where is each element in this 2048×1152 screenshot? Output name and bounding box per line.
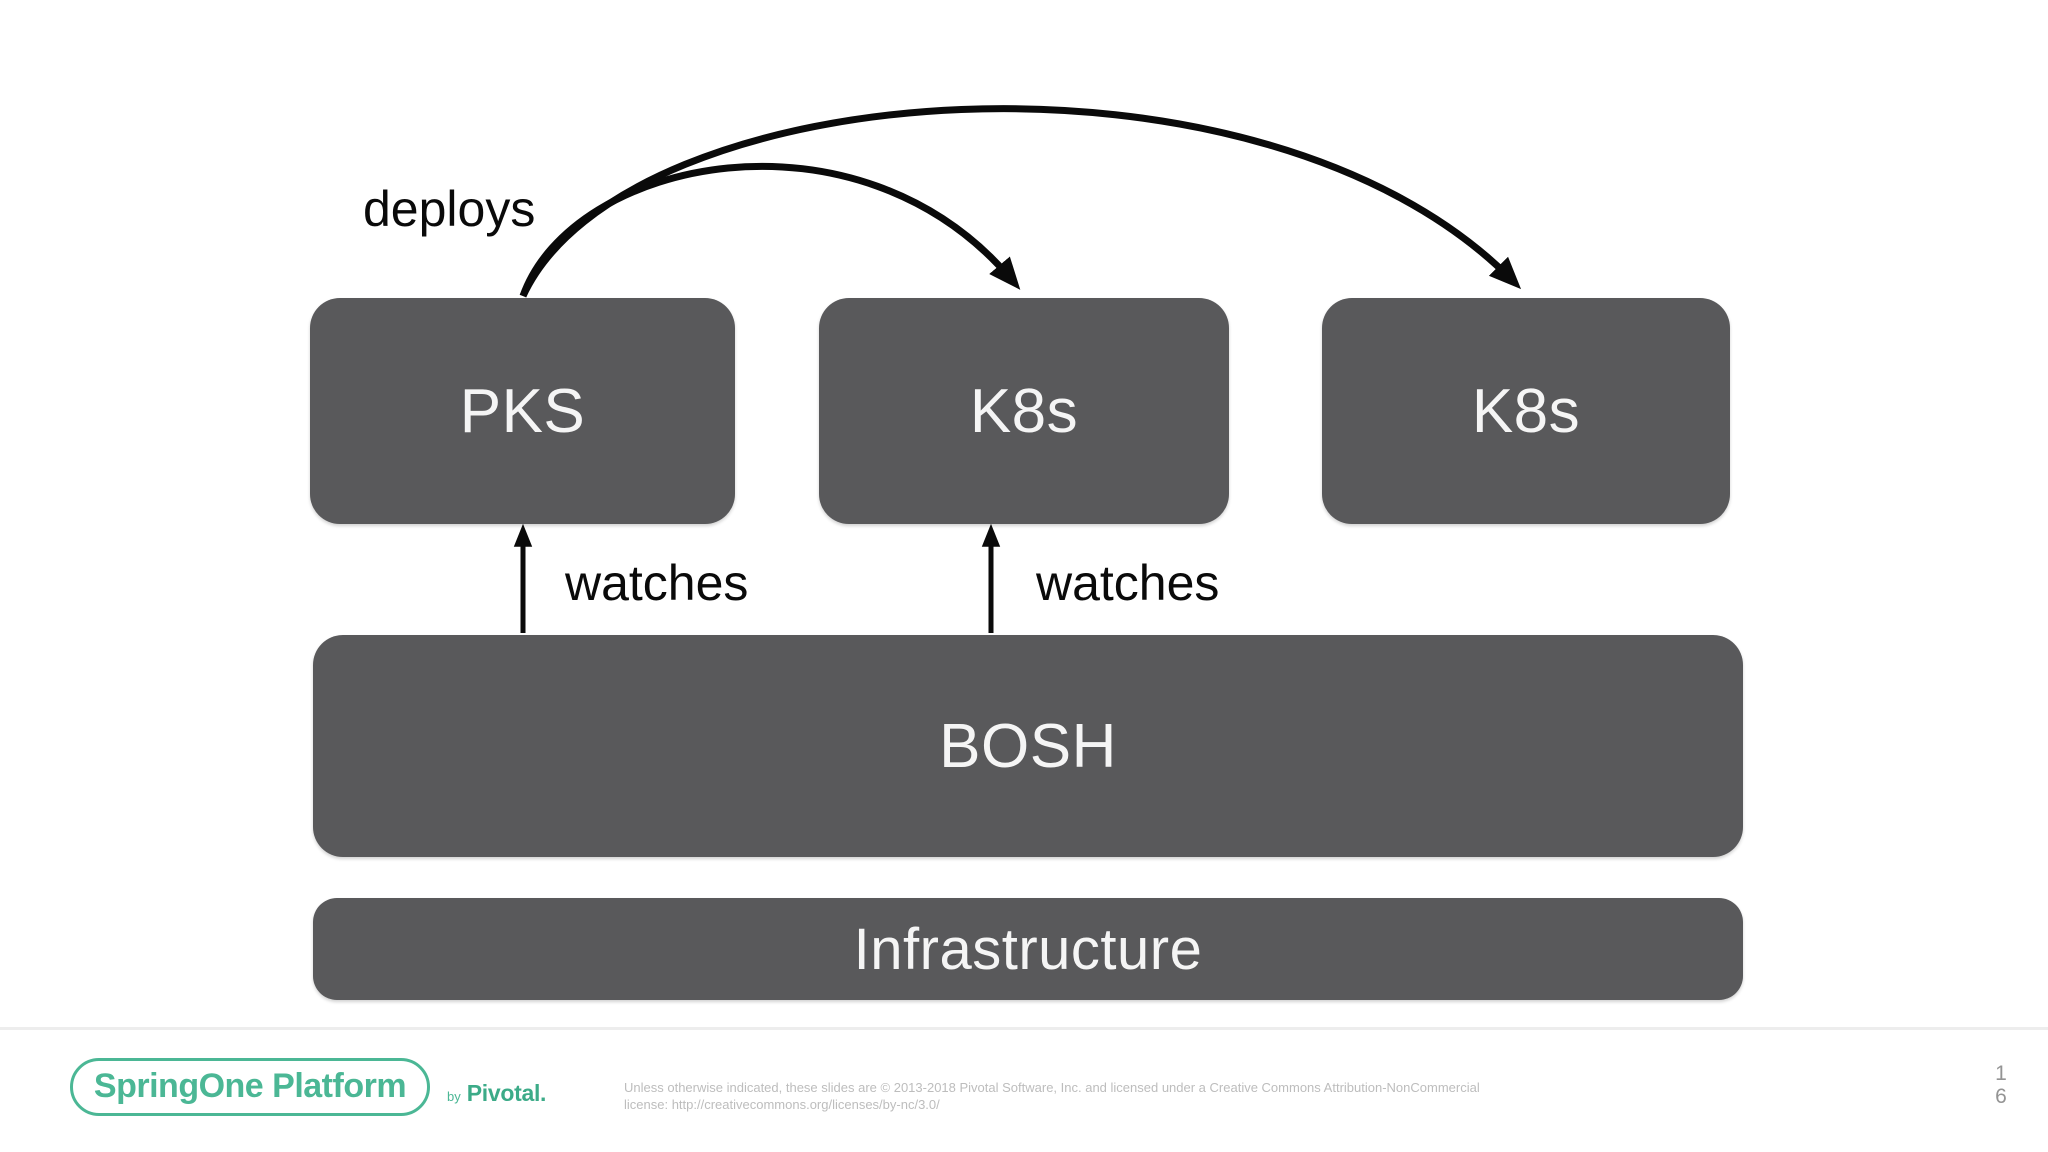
slide-page-number: 16: [1995, 1062, 2007, 1108]
springone-platform-logo: SpringOne Platform: [70, 1058, 430, 1116]
by-label: by: [447, 1089, 461, 1104]
springone-platform-logo-text: SpringOne Platform: [93, 1066, 407, 1105]
deploys-arc-to-right-k8s-arrow: [519, 105, 1522, 298]
deploys-label: deploys: [363, 181, 536, 237]
bosh-box: BOSH: [313, 635, 1743, 857]
infrastructure-box-label: Infrastructure: [853, 916, 1203, 982]
k8s-right-box-label: K8s: [1471, 376, 1581, 446]
k8s-right-box: K8s: [1322, 298, 1730, 524]
k8s-middle-box-label: K8s: [969, 376, 1079, 446]
bosh-box-label: BOSH: [939, 711, 1117, 781]
by-pivotal-logo: by Pivotal.: [447, 1080, 546, 1107]
footer-divider: [0, 1027, 2048, 1030]
infrastructure-box: Infrastructure: [313, 898, 1743, 1000]
watches-label-right: watches: [1036, 555, 1220, 611]
license-line-1: Unless otherwise indicated, these slides…: [624, 1080, 1480, 1095]
license-line-2: license: http://creativecommons.org/lice…: [624, 1097, 940, 1112]
k8s-middle-box: K8s: [819, 298, 1229, 524]
pks-box-label: PKS: [459, 376, 586, 446]
watches-label-left: watches: [565, 555, 749, 611]
pks-box: PKS: [310, 298, 735, 524]
deploys-arc-to-middle-k8s-arrow: [519, 162, 1021, 298]
license-text: Unless otherwise indicated, these slides…: [624, 1079, 1524, 1113]
pivotal-logo-text: Pivotal.: [466, 1080, 547, 1106]
